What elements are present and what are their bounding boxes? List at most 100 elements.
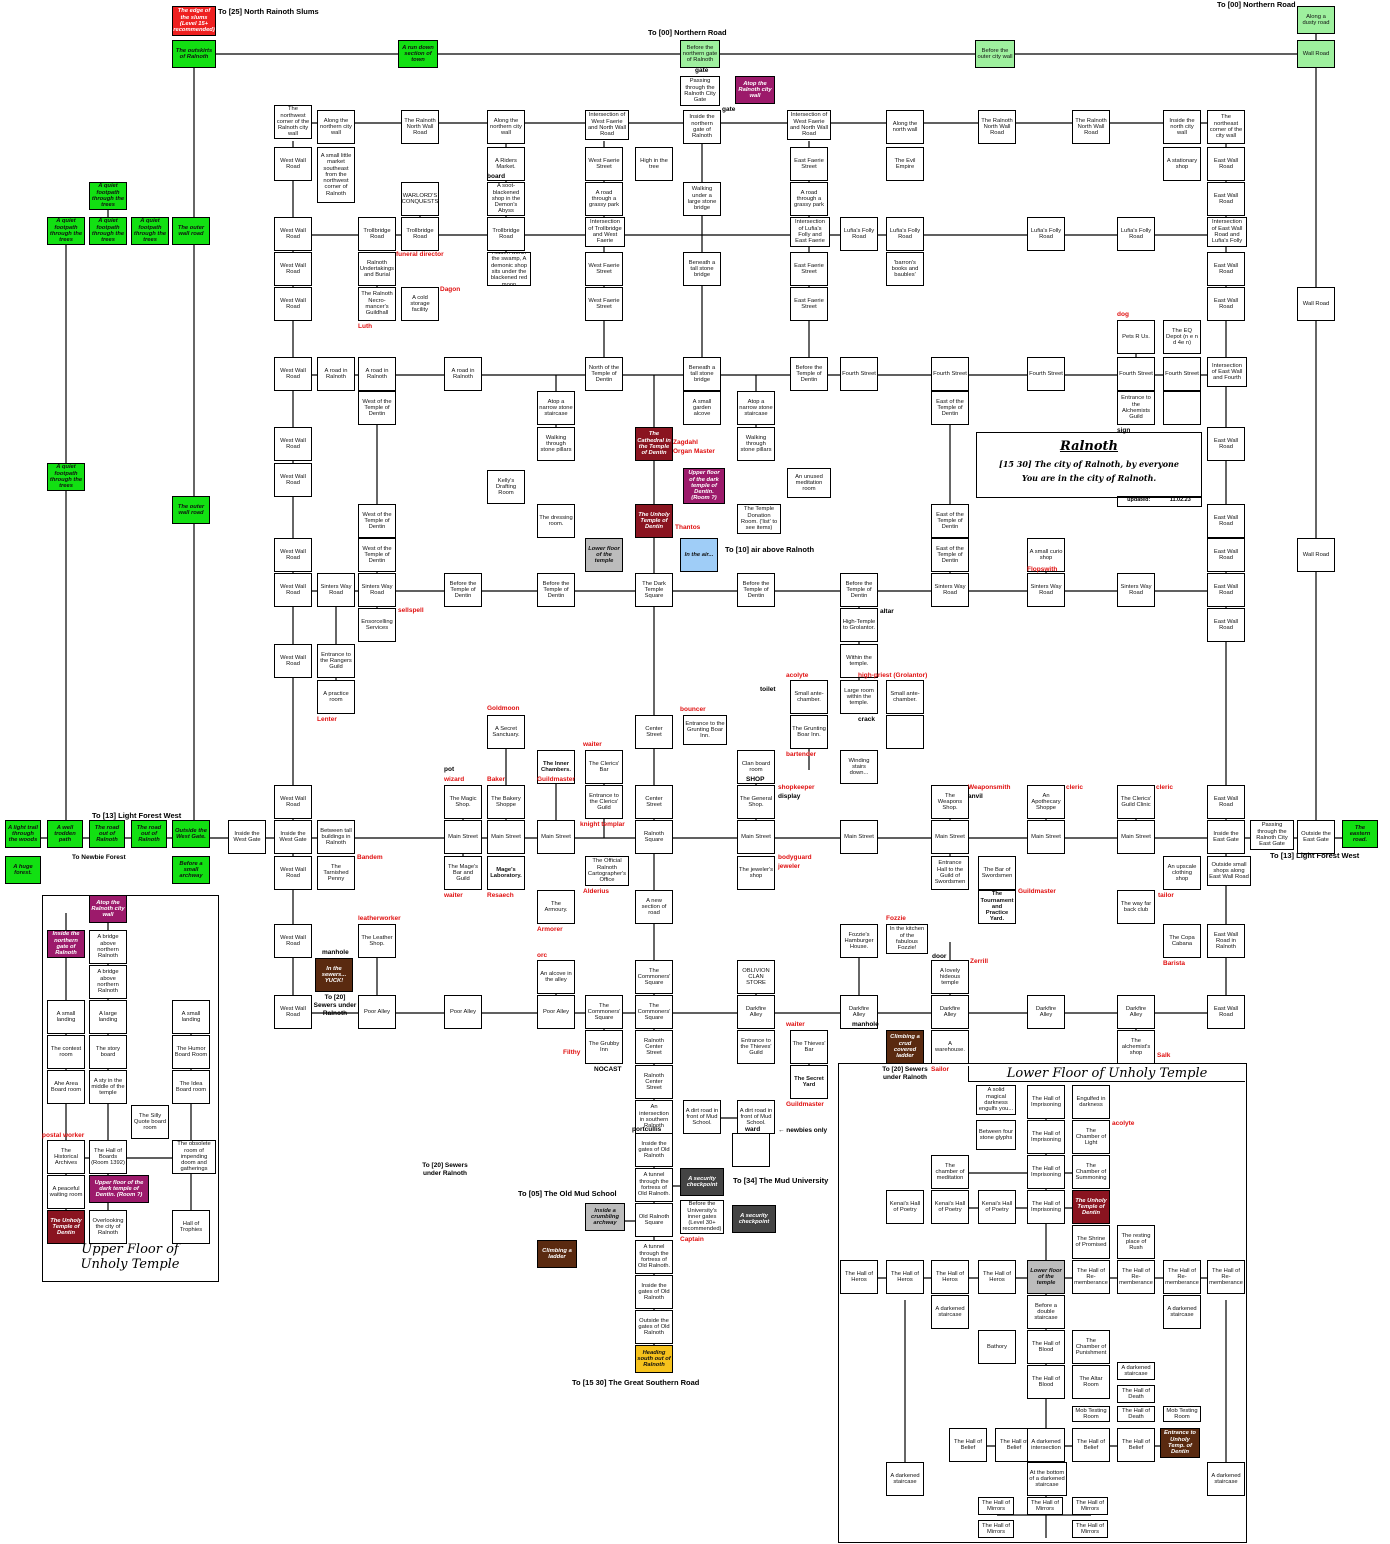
map-room[interactable]: Wall Road: [1297, 287, 1335, 321]
map-room[interactable]: East Wall Road: [1207, 504, 1245, 538]
map-room[interactable]: Intersection of West Faerie and North Wa…: [787, 110, 831, 140]
map-room[interactable]: A new section of road: [635, 890, 673, 924]
map-room[interactable]: Entrance to the Alchemists Guild: [1117, 391, 1155, 425]
map-room[interactable]: An unused meditation room: [787, 468, 831, 498]
map-room[interactable]: The Grunting Boar Inn.: [790, 715, 828, 749]
map-room[interactable]: A security checkpoint: [732, 1205, 776, 1233]
map-room[interactable]: The Hall of Mirrors: [1027, 1497, 1063, 1515]
map-room[interactable]: The Grubby Inn: [585, 1030, 623, 1064]
map-room[interactable]: Winding stairs down...: [840, 750, 878, 784]
map-room[interactable]: Lufia's Folly Road: [1117, 217, 1155, 251]
map-room[interactable]: Passing through the Ralnoth City East Ga…: [1250, 820, 1294, 850]
map-room[interactable]: West Wall Road: [274, 427, 312, 461]
map-room[interactable]: The Silly Quote board room: [131, 1105, 169, 1139]
map-room[interactable]: The road out of Ralnoth: [131, 820, 167, 848]
map-room[interactable]: East Faerie Street: [790, 147, 828, 181]
map-room[interactable]: High-Temple to Grolantor.: [840, 608, 878, 642]
map-room[interactable]: The Hall of Death: [1117, 1385, 1155, 1403]
map-room[interactable]: Climbing a ladder: [537, 1240, 577, 1268]
map-room[interactable]: A small landing: [47, 1000, 85, 1034]
map-room[interactable]: Bathory: [978, 1330, 1016, 1364]
map-room[interactable]: A small little market southeast from the…: [317, 147, 355, 203]
map-room[interactable]: The Historical Archives: [47, 1140, 85, 1174]
map-room[interactable]: The Mage's Bar and Guild: [444, 856, 482, 890]
map-room[interactable]: The Secret Yard: [790, 1065, 828, 1099]
map-room[interactable]: Sinters Way Road: [317, 573, 355, 607]
map-room[interactable]: The Commoners' Square: [635, 960, 673, 994]
map-room[interactable]: The Humor Board Room: [172, 1035, 210, 1069]
map-room[interactable]: Trollbridge Road: [487, 217, 525, 251]
map-room[interactable]: East Wall Road: [1207, 182, 1245, 216]
map-room[interactable]: Lower floor of the temple: [585, 538, 623, 572]
map-room[interactable]: The Hall of Mirrors: [1072, 1520, 1108, 1538]
map-room[interactable]: A quiet footpath through the trees: [47, 463, 85, 491]
map-room[interactable]: The Hall of Heros: [978, 1260, 1016, 1294]
map-room[interactable]: West Faerie Street: [585, 287, 623, 321]
map-room[interactable]: The road out of Ralnoth: [89, 820, 125, 848]
map-room[interactable]: Darkfire Alley: [737, 995, 775, 1029]
map-room[interactable]: A road through a grassy park: [790, 182, 828, 216]
map-room[interactable]: Lufia's Folly Road: [886, 217, 924, 251]
map-room[interactable]: Small ante-chamber.: [886, 680, 924, 714]
map-room[interactable]: The Hall of Belief: [1072, 1428, 1110, 1462]
map-room[interactable]: West Wall Road: [274, 287, 312, 321]
map-room[interactable]: Center Street: [635, 715, 673, 749]
map-room[interactable]: A darkened staircase: [931, 1295, 969, 1329]
map-room[interactable]: A Secret Sanctuary.: [487, 715, 525, 749]
map-room[interactable]: The Cathedral in the Temple of Dentin: [635, 427, 673, 461]
map-room[interactable]: The General Shop.: [737, 785, 775, 819]
map-room[interactable]: Intersection of East Wall and Fourth: [1207, 357, 1247, 387]
map-room[interactable]: Main Street: [1027, 820, 1065, 854]
map-room[interactable]: Lufia's Folly Road: [840, 217, 878, 251]
map-room[interactable]: An Apothecary Shoppe: [1027, 785, 1065, 819]
map-room[interactable]: The Altar Room: [1072, 1365, 1110, 1399]
map-room[interactable]: Small ante-chamber.: [790, 680, 828, 714]
map-room[interactable]: The edge of the slums (Level 15+ recomme…: [172, 6, 216, 36]
map-room[interactable]: An intersection in southern Ralnoth: [635, 1100, 673, 1134]
map-room[interactable]: Passing through the Ralnoth City Gate: [680, 76, 720, 106]
map-room[interactable]: A darkened staircase: [1163, 1295, 1201, 1329]
map-room[interactable]: The Evil Empire: [886, 147, 924, 181]
map-room[interactable]: A dirt road in front of Mud School.: [737, 1100, 775, 1134]
map-room[interactable]: The Hall of Imprisoning: [1027, 1085, 1065, 1119]
map-room[interactable]: A road through a grassy park: [585, 182, 623, 216]
map-room[interactable]: Hall of Trophies: [172, 1210, 210, 1244]
map-room[interactable]: Intersection of West Faerie and North Wa…: [585, 110, 629, 140]
map-room[interactable]: The Hall of Re-memberance: [1117, 1260, 1155, 1294]
map-room[interactable]: West Wall Road: [274, 785, 312, 819]
map-room[interactable]: The Ralnoth North Wall Road: [401, 110, 439, 144]
map-room[interactable]: The Hall of Imprisoning: [1027, 1120, 1065, 1154]
map-room[interactable]: Between four stone glyphs: [976, 1120, 1016, 1150]
map-room[interactable]: A quiet footpath through the trees: [131, 217, 169, 245]
map-room[interactable]: The Hall of Heros: [840, 1260, 878, 1294]
map-room[interactable]: A sty in the middle of the temple: [89, 1070, 127, 1104]
map-room[interactable]: Before the University's inner gates (Lev…: [680, 1200, 724, 1234]
map-room[interactable]: The Hall of Mirrors: [978, 1497, 1014, 1515]
map-room[interactable]: Ralnoth Center Street: [635, 1030, 673, 1064]
map-room[interactable]: East of the Temple of Dentin: [931, 504, 969, 538]
map-room[interactable]: Before the Temple of Dentin: [790, 357, 828, 391]
map-room[interactable]: Fourth Street: [1117, 357, 1155, 391]
map-room[interactable]: A large landing: [89, 1000, 127, 1034]
map-room[interactable]: Mage's Laboratory.: [487, 856, 525, 890]
map-room[interactable]: The contest room: [47, 1035, 85, 1069]
map-room[interactable]: Along a dusty road: [1297, 6, 1335, 34]
map-room[interactable]: Hidden within the swamp, A demonic shop …: [487, 252, 531, 286]
map-room[interactable]: The Chamber of Light: [1072, 1120, 1110, 1154]
map-room[interactable]: The Leather Shop.: [358, 924, 396, 958]
map-room[interactable]: The Hall of Imprisoning: [1027, 1155, 1065, 1189]
map-room[interactable]: The way far back club: [1117, 890, 1155, 924]
map-room[interactable]: Main Street: [737, 820, 775, 854]
map-room[interactable]: West Faerie Street: [585, 147, 623, 181]
map-room[interactable]: The Idea Board room: [172, 1070, 210, 1104]
map-room[interactable]: A darkened staircase: [1207, 1462, 1245, 1496]
map-room[interactable]: A small garden alcove: [683, 391, 721, 425]
map-room[interactable]: Sinters Way Road: [931, 573, 969, 607]
map-room[interactable]: The Chamber of Punishment: [1072, 1330, 1110, 1364]
map-room[interactable]: Main Street: [931, 820, 969, 854]
map-room[interactable]: Main Street: [487, 820, 525, 854]
map-room[interactable]: The Hall of Blood: [1027, 1330, 1065, 1364]
map-room[interactable]: WARLORD'S CONQUESTS: [401, 182, 439, 216]
map-room[interactable]: Ahe Area Board room: [47, 1070, 85, 1104]
map-room[interactable]: West Wall Road: [274, 357, 312, 391]
